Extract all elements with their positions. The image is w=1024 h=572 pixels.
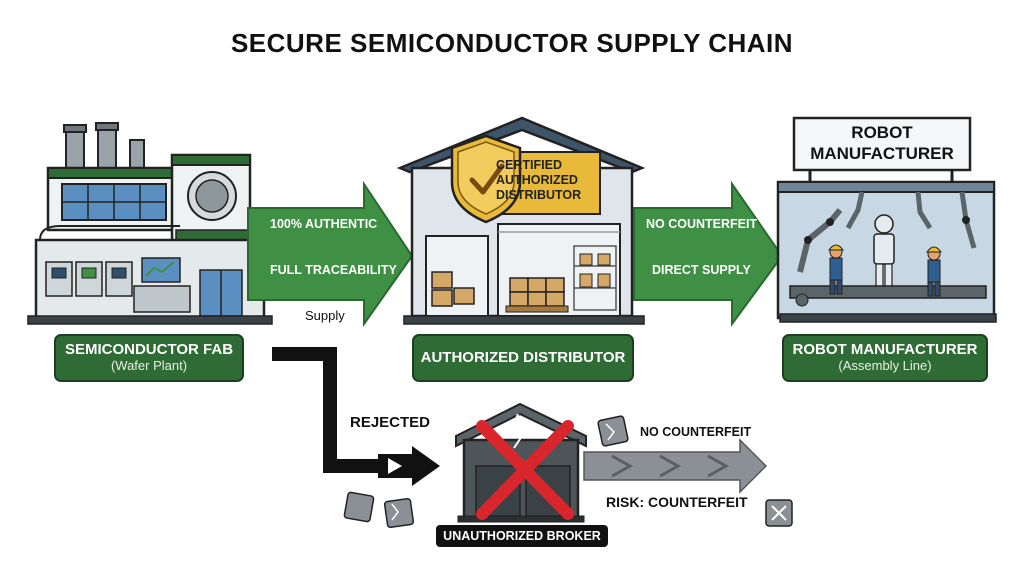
fab-label: SEMICONDUCTOR FAB: [64, 341, 234, 358]
distributor-label-box: AUTHORIZED DISTRIBUTOR: [412, 334, 634, 382]
manufacturer-label: ROBOT MANUFACTURER: [792, 341, 978, 358]
supply-arrow-1: [247, 180, 414, 328]
arrow1-line1: 100% AUTHENTIC: [270, 217, 378, 231]
factory-icon: [27, 122, 273, 325]
badge-line-1: CERTIFIED: [496, 158, 562, 172]
arrow1-caption: Supply: [305, 308, 345, 323]
risk-label: RISK: COUNTERFEIT: [606, 494, 748, 510]
worker-icon: [828, 244, 942, 297]
warehouse-icon: [396, 116, 646, 325]
robot-arm-icon: [776, 116, 997, 323]
badge-line-2: AUTHORIZED: [496, 173, 578, 187]
page-title: SECURE SEMICONDUCTOR SUPPLY CHAIN: [230, 28, 794, 58]
fab-label-box: SEMICONDUCTOR FAB (Wafer Plant): [54, 334, 244, 382]
manufacturer-label-box: ROBOT MANUFACTURER (Assembly Line): [782, 334, 988, 382]
arrow2-line1: NO COUNTERFEIT: [646, 217, 758, 231]
rejected-label: REJECTED: [350, 414, 431, 431]
arrow2-line2: DIRECT SUPPLY: [652, 263, 751, 277]
sign-line-2: MANUFACTURER: [810, 144, 954, 163]
shield-check-icon: [450, 134, 522, 224]
arrow1-line2: FULL TRACEABILITY: [270, 263, 397, 277]
distributor-label: AUTHORIZED DISTRIBUTOR: [420, 349, 626, 366]
badge-line-3: DISTRIBUTOR: [496, 188, 582, 202]
fab-sublabel: (Wafer Plant): [110, 358, 188, 373]
x-mark-icon: [476, 420, 574, 520]
supply-arrow-2: [633, 180, 784, 328]
sign-line-1: ROBOT: [851, 123, 913, 142]
broker-label: UNAUTHORIZED BROKER: [436, 525, 608, 547]
rejected-path: [272, 347, 380, 473]
chip-icon: [343, 415, 793, 529]
manufacturer-sublabel: (Assembly Line): [838, 358, 932, 373]
no-counterfeit-label: NO COUNTERFEIT: [640, 425, 752, 439]
